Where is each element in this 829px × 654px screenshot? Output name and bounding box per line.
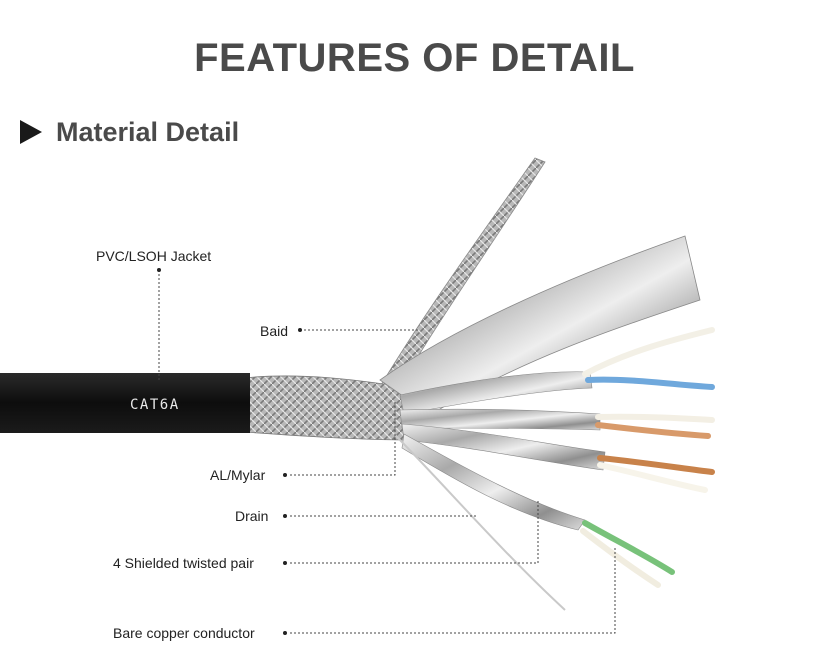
braid-strand bbox=[377, 157, 546, 396]
page-title: FEATURES OF DETAIL bbox=[194, 36, 635, 80]
label-drain: Drain bbox=[235, 508, 269, 524]
pair-foil-3 bbox=[401, 423, 606, 471]
label-pairs: 4 Shielded twisted pair bbox=[113, 555, 254, 571]
pair-foil-4 bbox=[401, 433, 586, 531]
leader-dots bbox=[157, 268, 302, 635]
braid-layer bbox=[243, 375, 411, 441]
pair-foil-2 bbox=[399, 408, 601, 431]
pair-foil-1 bbox=[399, 371, 593, 415]
leader-lines bbox=[158, 270, 616, 634]
cable-jacket bbox=[0, 373, 250, 433]
wires bbox=[580, 327, 715, 588]
section-heading: Material Detail bbox=[20, 112, 239, 152]
foil-sheet bbox=[379, 235, 701, 416]
label-foil: AL/Mylar bbox=[210, 467, 266, 483]
label-jacket: PVC/LSOH Jacket bbox=[96, 248, 212, 264]
label-braid: Baid bbox=[260, 323, 289, 339]
label-conductor: Bare copper conductor bbox=[113, 625, 255, 641]
drain-wire bbox=[394, 434, 566, 611]
play-triangle-icon bbox=[20, 120, 42, 144]
cable-print: CAT6A bbox=[130, 397, 180, 413]
section-title: Material Detail bbox=[56, 116, 240, 147]
